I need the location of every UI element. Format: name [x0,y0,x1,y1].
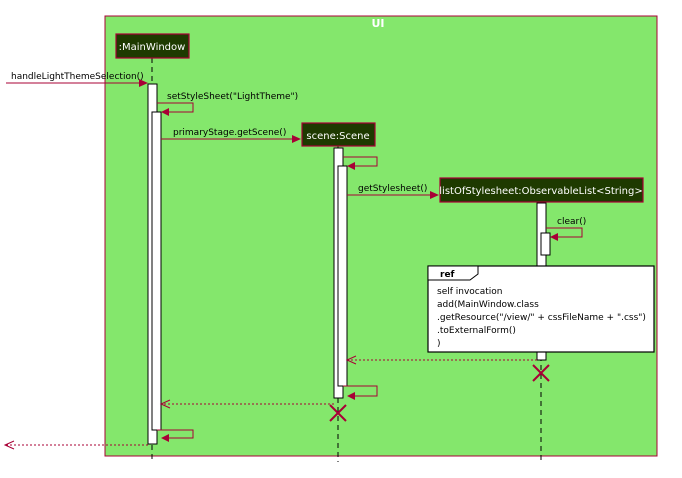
ref-line-4: .toExternalForm() [437,326,516,336]
message-clear-label: clear() [557,217,586,227]
ref-line-3: .getResource("/view/" + cssFileName + ".… [437,313,646,323]
list-activation-nested [540,232,551,256]
ref-line-2: add(MainWindow.class [437,300,539,310]
message-get-stylesheets: getStylesheet() [347,184,439,199]
message-get-stylesheets-label: getStylesheet() [358,184,427,194]
scene-activation-nested [337,165,348,387]
main-window-activation-nested [151,111,162,431]
message-scene-self [343,156,378,170]
ref-line-1: self invocation [437,287,503,297]
destroy-list-icon [532,364,550,382]
message-handle-label: handleLightThemeSelection() [11,72,144,82]
message-clear: clear() [546,217,586,241]
ui-frame-title: UI [371,17,384,30]
message-set-style-sheet: setStyleSheet("LightTheme") [157,92,298,116]
return-scene-to-main [159,399,334,409]
message-get-scene-label: primaryStage.getScene() [173,128,286,138]
participant-main-window[interactable]: :MainWindow [115,33,190,59]
ref-line-5: ) [437,339,441,349]
participant-scene[interactable]: scene:Scene [301,122,376,147]
participant-main-window-label: :MainWindow [119,42,186,53]
message-handle-light-theme: handleLightThemeSelection() [6,72,148,87]
ref-box: ref self invocation add(MainWindow.class… [427,265,655,353]
participant-list[interactable]: listOfStylesheet:ObservableList<String> [439,177,644,203]
message-scene-self-2 [343,385,378,400]
ui-frame [104,15,658,457]
participant-scene-label: scene:Scene [306,131,369,142]
ref-tag: ref [440,270,455,280]
return-list-to-scene [345,355,537,365]
participant-list-label: listOfStylesheet:ObservableList<String> [439,186,642,197]
destroy-scene-icon [329,404,347,422]
message-main-window-self [157,429,194,442]
return-to-caller [3,440,148,450]
message-get-scene: primaryStage.getScene() [161,128,301,143]
message-set-style-label: setStyleSheet("LightTheme") [167,92,298,102]
